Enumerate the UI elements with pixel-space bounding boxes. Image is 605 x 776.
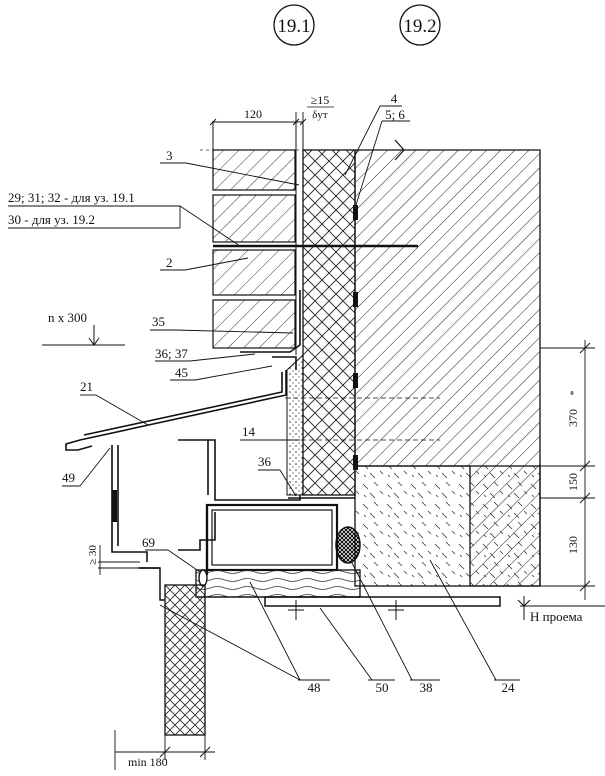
dim-min-30-label: ≥ 30 — [87, 545, 99, 565]
window-board — [264, 596, 501, 620]
callout-38: 38 — [420, 680, 433, 695]
lower-wall-panel — [138, 567, 206, 736]
steel-bracket — [240, 290, 301, 370]
wooden-sill — [195, 569, 361, 598]
seal-cord — [198, 569, 208, 587]
callout-50: 50 — [376, 680, 389, 695]
lintel-block — [354, 465, 541, 587]
dim-130: 130 — [566, 536, 580, 554]
node-ref-19-2-label: 19.2 — [403, 16, 436, 37]
callout-29: 29; 31; 32 - для уз. 19.1 — [8, 190, 135, 205]
node-ref-19-2: 19.2 — [399, 4, 441, 46]
drip-cap — [65, 370, 287, 451]
callout-21: 21 — [80, 379, 93, 394]
callout-36: 36 — [258, 454, 272, 469]
callout-leaders — [8, 105, 520, 681]
dim-right-vertical — [540, 340, 595, 600]
step-marker — [42, 325, 125, 346]
node-ref-19-1-label: 19.1 — [277, 16, 310, 37]
sealant-strip — [112, 490, 117, 522]
callout-3: 3 — [166, 148, 173, 163]
dowels — [285, 397, 440, 441]
mortar-fill — [286, 353, 304, 496]
dim-n-x-300: n x 300 — [48, 310, 87, 325]
callout-4: 4 — [391, 91, 398, 106]
callout-5-6: 5; 6 — [385, 107, 405, 122]
callout-30: 30 - для уз. 19.2 — [8, 212, 95, 227]
dim-370: 370 — [566, 409, 580, 427]
dim-min-180 — [114, 730, 215, 770]
callout-24: 24 — [502, 680, 516, 695]
dim-top-width — [209, 112, 307, 126]
brick-facing — [212, 121, 296, 349]
insulation-layer — [295, 121, 356, 496]
callout-14: 14 — [242, 424, 256, 439]
dim-gap-min: ≥15 — [311, 93, 330, 107]
gasket-38 — [335, 526, 361, 564]
dim-min-30 — [98, 545, 140, 575]
membrane-marks — [353, 205, 358, 470]
callout-45: 45 — [175, 365, 188, 380]
dim-brick-width: 120 — [244, 107, 262, 121]
dim-150: 150 — [566, 473, 580, 491]
dim-min-180-label: min 180 — [128, 755, 168, 769]
dim-370-star: * — [569, 391, 580, 396]
opening-level-label: Н проема — [530, 609, 583, 624]
node-ref-19-1: 19.1 — [273, 4, 315, 46]
callout-48: 48 — [308, 680, 321, 695]
callout-69: 69 — [142, 535, 155, 550]
callout-35: 35 — [152, 314, 165, 329]
dim-gap-sub: δут — [312, 109, 328, 121]
opening-level-marker — [517, 596, 605, 620]
break-mark — [394, 139, 405, 161]
callout-49: 49 — [62, 470, 75, 485]
callout-36-37: 36; 37 — [155, 346, 188, 361]
callout-2: 2 — [166, 255, 173, 270]
